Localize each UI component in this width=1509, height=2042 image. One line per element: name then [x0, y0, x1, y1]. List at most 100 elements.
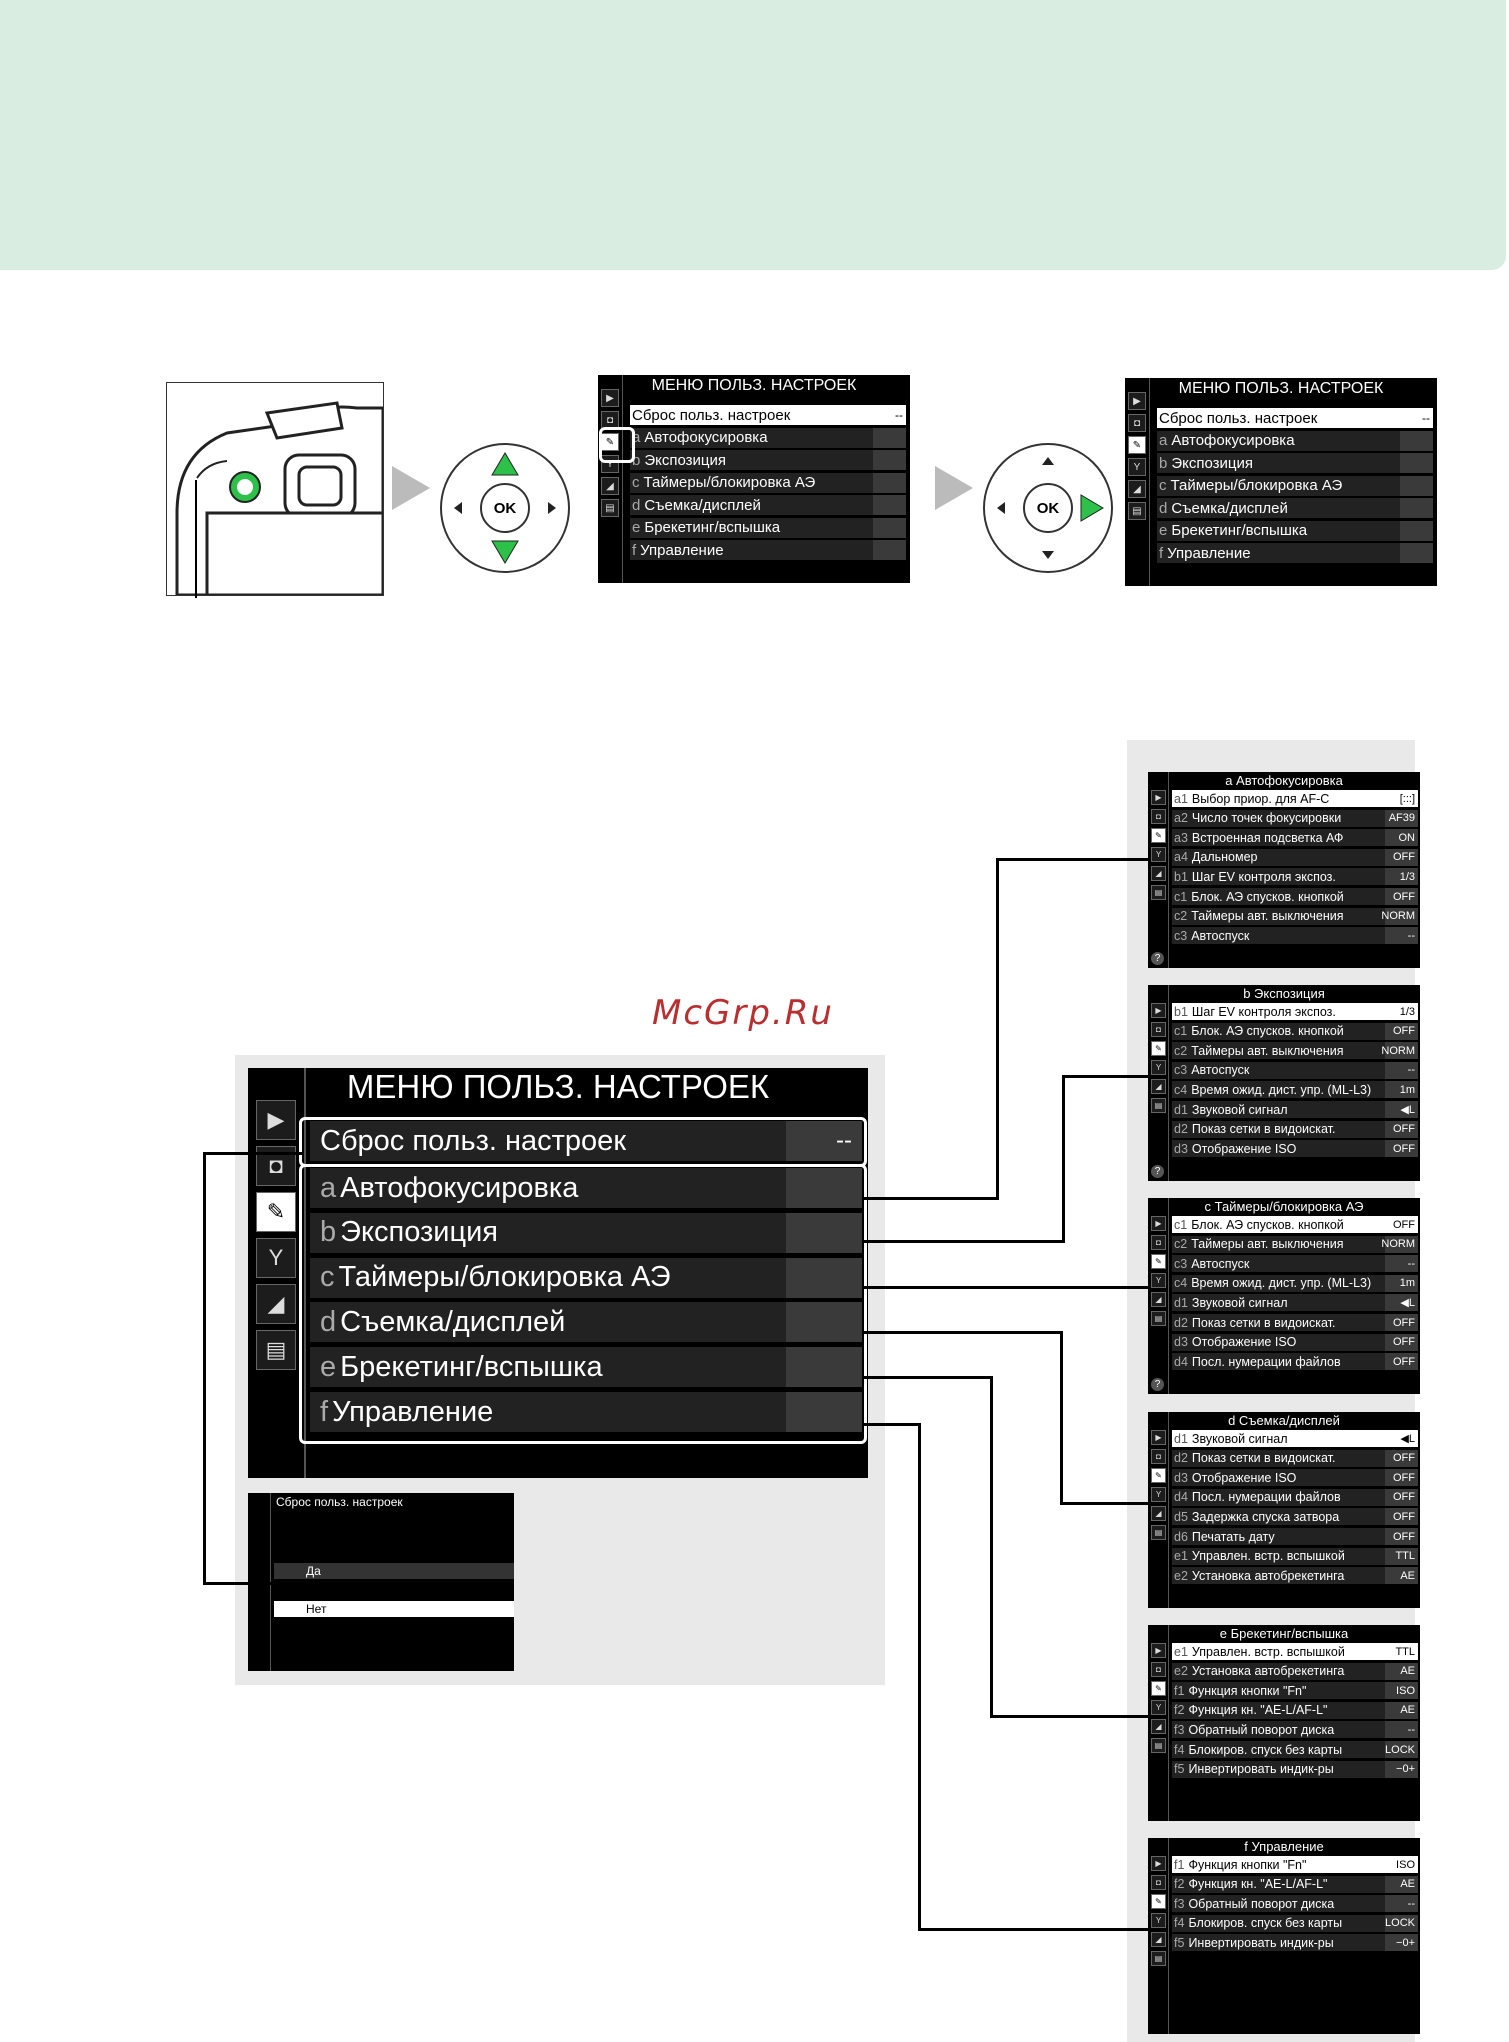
wrench-icon[interactable]: Y [601, 455, 619, 473]
camera-icon[interactable]: ◘ [1151, 1235, 1166, 1250]
play-icon[interactable]: ▶ [1151, 1643, 1166, 1658]
menu-item-reset[interactable]: Сброс польз. настроек-- [630, 405, 906, 425]
list-icon[interactable]: ▤ [1151, 1098, 1166, 1113]
play-icon[interactable]: ▶ [1151, 790, 1166, 805]
wrench-icon[interactable]: Y [1151, 1487, 1166, 1502]
list-icon[interactable]: ▤ [1128, 502, 1146, 520]
list-icon[interactable]: ▤ [256, 1330, 296, 1370]
help-icon[interactable]: ? [1151, 1165, 1164, 1178]
wrench-icon[interactable]: Y [1151, 847, 1166, 862]
pencil-icon[interactable]: ✎ [1151, 828, 1166, 843]
pencil-icon[interactable]: ✎ [1151, 1254, 1166, 1269]
list-icon[interactable]: ▤ [1151, 885, 1166, 900]
wrench-icon[interactable]: Y [1128, 458, 1146, 476]
camera-icon[interactable]: ◘ [1151, 1875, 1166, 1890]
play-icon[interactable]: ▶ [1151, 1430, 1166, 1445]
retouch-icon[interactable]: ◢ [1151, 1079, 1166, 1094]
wrench-icon[interactable]: Y [1151, 1273, 1166, 1288]
list-icon[interactable]: ▤ [1151, 1525, 1166, 1540]
retouch-icon[interactable]: ◢ [1151, 1506, 1166, 1521]
option-yes[interactable]: Да [274, 1563, 514, 1579]
camera-icon[interactable]: ◘ [1151, 1022, 1166, 1037]
retouch-icon[interactable]: ◢ [256, 1284, 296, 1324]
list-icon[interactable]: ▤ [1151, 1738, 1166, 1753]
camera-icon[interactable]: ◘ [1128, 414, 1146, 432]
retouch-icon[interactable]: ◢ [1151, 1932, 1166, 1947]
pencil-icon[interactable]: ✎ [1151, 1041, 1166, 1056]
pencil-icon[interactable]: ✎ [256, 1192, 296, 1232]
play-icon[interactable]: ▶ [1128, 392, 1146, 410]
play-icon[interactable]: ▶ [601, 389, 619, 407]
retouch-icon[interactable]: ◢ [1151, 866, 1166, 881]
pencil-icon[interactable]: ✎ [1151, 1894, 1166, 1909]
pencil-icon[interactable]: ✎ [1151, 1681, 1166, 1696]
play-icon[interactable]: ▶ [1151, 1003, 1166, 1018]
wrench-icon[interactable]: Y [256, 1238, 296, 1278]
retouch-icon[interactable]: ◢ [1151, 1719, 1166, 1734]
play-icon[interactable]: ▶ [256, 1100, 296, 1140]
camera-icon[interactable]: ◘ [1151, 1449, 1166, 1464]
retouch-icon[interactable]: ◢ [1128, 480, 1146, 498]
play-icon[interactable]: ▶ [1151, 1856, 1166, 1871]
pencil-icon[interactable]: ✎ [1151, 1468, 1166, 1483]
pencil-icon[interactable]: ✎ [1128, 436, 1146, 454]
list-icon[interactable]: ▤ [1151, 1951, 1166, 1966]
wrench-icon[interactable]: Y [1151, 1913, 1166, 1928]
retouch-icon[interactable]: ◢ [1151, 1292, 1166, 1307]
retouch-icon[interactable]: ◢ [601, 477, 619, 495]
menu-item-reset[interactable]: Сброс польз. настроек-- [1157, 408, 1433, 428]
